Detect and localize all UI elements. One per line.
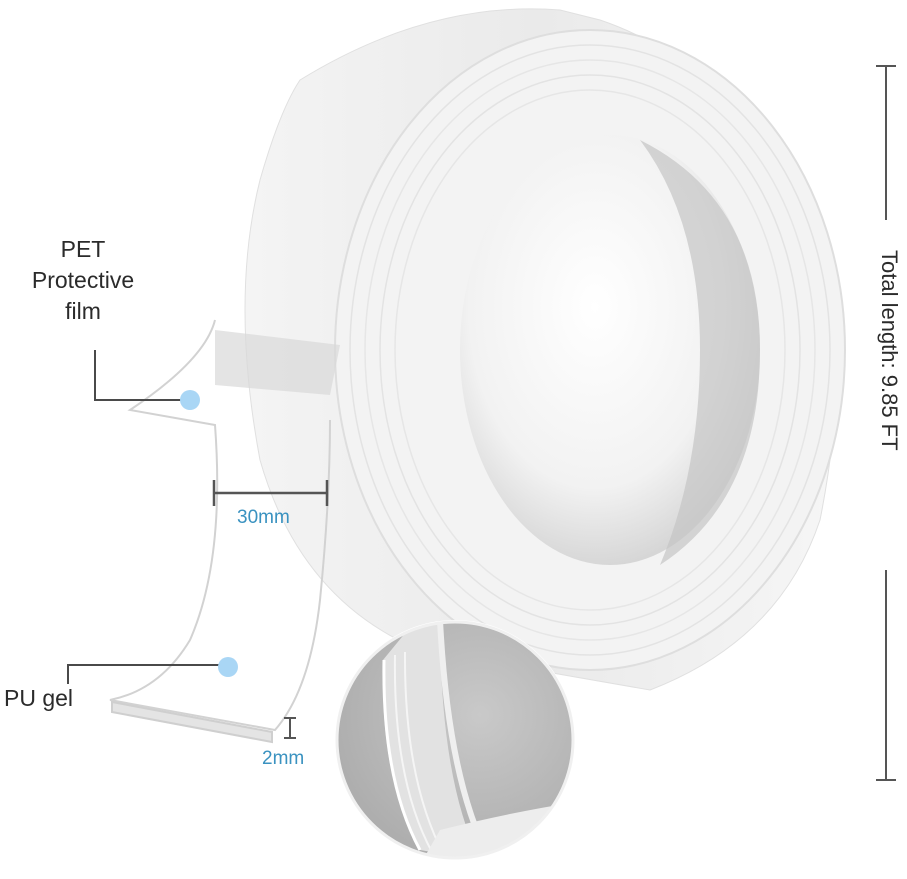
thickness-dimension-bar bbox=[284, 717, 296, 739]
pu-leader-line bbox=[67, 664, 222, 684]
pet-marker-dot bbox=[180, 390, 200, 410]
width-dimension-bar bbox=[212, 480, 329, 506]
pet-label-line3: film bbox=[65, 298, 101, 324]
pet-label-line2: Protective bbox=[31, 267, 135, 293]
pet-label-line1: PET bbox=[60, 236, 106, 262]
roll-core-hole bbox=[460, 135, 760, 565]
width-dimension-label: 30mm bbox=[237, 507, 290, 528]
thickness-dimension-label: 2mm bbox=[262, 748, 305, 769]
pu-marker-dot bbox=[218, 657, 238, 677]
total-length-bar bbox=[876, 65, 896, 781]
pu-gel-label: PU gel bbox=[4, 685, 74, 711]
unrolled-tape-strip bbox=[109, 319, 331, 744]
tape-roll-body bbox=[215, 8, 846, 691]
total-length-label: Total length: 9.85 FT bbox=[877, 250, 902, 451]
zoom-detail-circle bbox=[335, 620, 575, 860]
pet-label: PET Protective film bbox=[18, 234, 148, 327]
pet-leader-line bbox=[94, 350, 185, 401]
